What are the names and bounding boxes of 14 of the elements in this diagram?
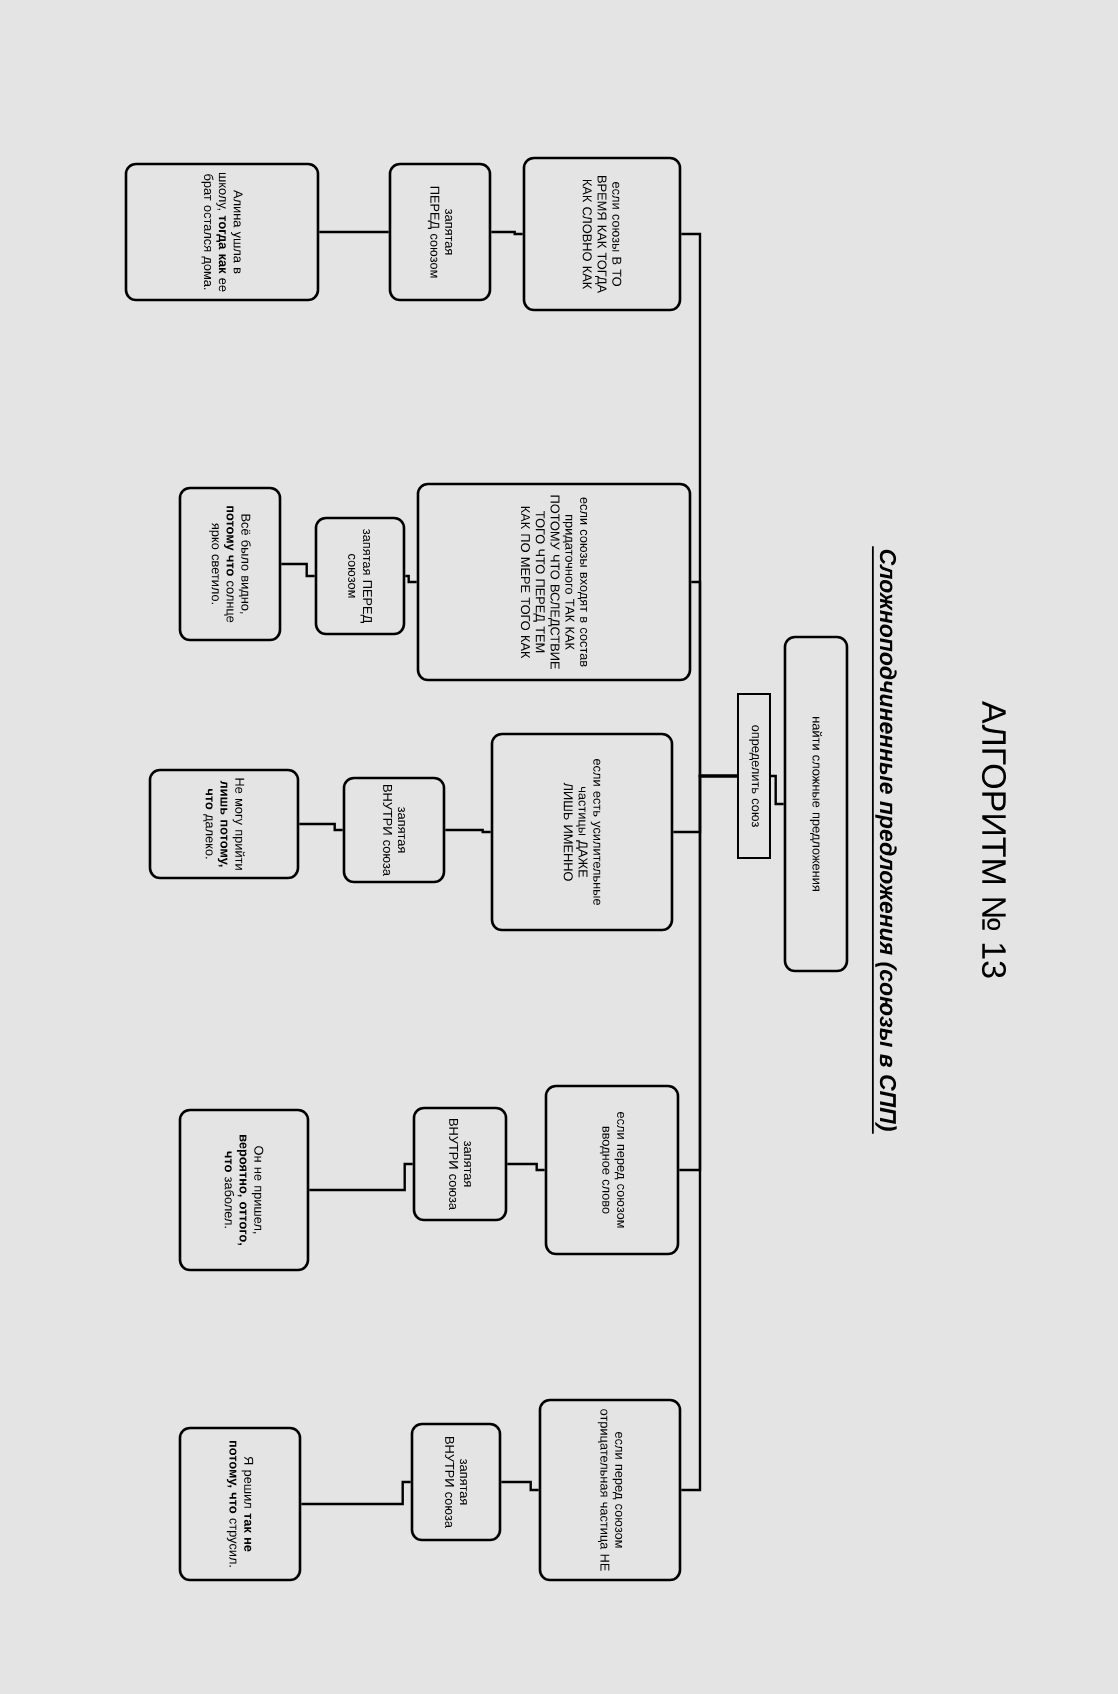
title: АЛГОРИТМ № 13 bbox=[981, 701, 1007, 978]
connector-line bbox=[491, 230, 523, 236]
connector-line bbox=[301, 1480, 411, 1506]
connector-line bbox=[771, 774, 784, 806]
connector-line bbox=[405, 574, 417, 584]
subtitle: Сложноподчиненные предложения (союзы в СПП) bbox=[871, 545, 897, 1135]
connector-line bbox=[281, 562, 315, 578]
connector-line bbox=[319, 230, 389, 234]
connector-line bbox=[507, 1162, 545, 1172]
connector-line bbox=[501, 1480, 539, 1492]
connector-line bbox=[681, 774, 737, 1492]
connector-line bbox=[309, 1162, 413, 1192]
connector-line bbox=[299, 822, 343, 832]
connector-line bbox=[445, 828, 491, 834]
